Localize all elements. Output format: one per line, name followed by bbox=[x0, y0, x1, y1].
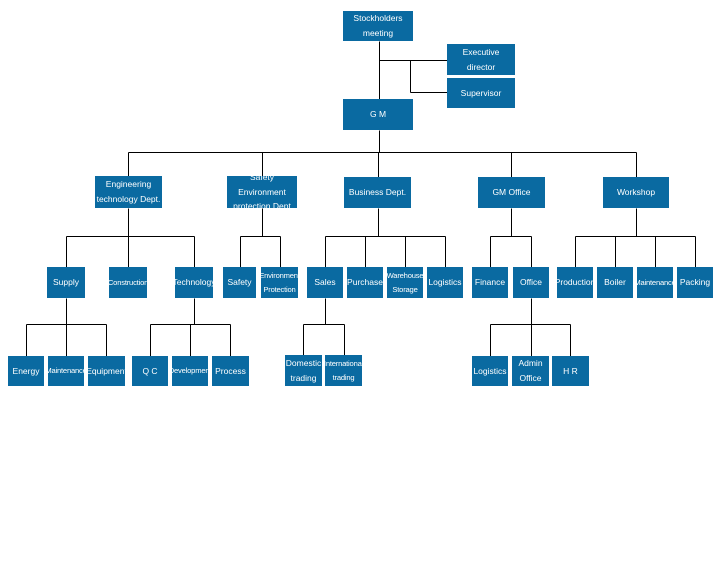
node-engineering-technology-dept[interactable]: Engineering technology Dept. bbox=[95, 176, 162, 208]
node-production[interactable]: Production bbox=[557, 267, 593, 298]
node-stockholders-meeting[interactable]: Stockholders meeting bbox=[343, 11, 413, 41]
node-hr[interactable]: H R bbox=[552, 356, 589, 386]
node-sales[interactable]: Sales bbox=[307, 267, 343, 298]
node-construction[interactable]: Construction bbox=[109, 267, 147, 298]
node-warehouse-storage[interactable]: Warehouse Storage bbox=[387, 267, 423, 298]
node-international-trading[interactable]: International trading bbox=[325, 355, 362, 386]
node-business-dept[interactable]: Business Dept. bbox=[344, 177, 411, 208]
node-purchase[interactable]: Purchase bbox=[347, 267, 383, 298]
node-executive-director[interactable]: Executive director bbox=[447, 44, 515, 75]
node-process[interactable]: Process bbox=[212, 356, 249, 386]
node-gm[interactable]: G M bbox=[343, 99, 413, 130]
node-workshop[interactable]: Workshop bbox=[603, 177, 669, 208]
node-maintenance-workshop[interactable]: Maintenance bbox=[637, 267, 673, 298]
node-supervisor[interactable]: Supervisor bbox=[447, 78, 515, 108]
node-technology[interactable]: Technology bbox=[175, 267, 213, 298]
node-safety[interactable]: Safety bbox=[223, 267, 256, 298]
node-maintenance-supply[interactable]: Maintenance bbox=[48, 356, 84, 386]
node-boiler[interactable]: Boiler bbox=[597, 267, 633, 298]
node-logistics-business[interactable]: Logistics bbox=[427, 267, 463, 298]
node-admin-office[interactable]: Admin Office bbox=[512, 356, 549, 386]
node-supply[interactable]: Supply bbox=[47, 267, 85, 298]
node-environment-protection[interactable]: Environment Protection bbox=[261, 267, 298, 298]
node-qc[interactable]: Q C bbox=[132, 356, 168, 386]
node-logistics-office[interactable]: Logistics bbox=[472, 356, 508, 386]
node-finance[interactable]: Finance bbox=[472, 267, 508, 298]
node-office[interactable]: Office bbox=[513, 267, 549, 298]
node-development[interactable]: Development bbox=[172, 356, 208, 386]
node-domestic-trading[interactable]: Domestic trading bbox=[285, 355, 322, 386]
node-gm-office[interactable]: GM Office bbox=[478, 177, 545, 208]
node-safety-environment-protection-dept[interactable]: Safety Environment protection Dept bbox=[227, 176, 297, 208]
node-energy[interactable]: Energy bbox=[8, 356, 44, 386]
node-packing[interactable]: Packing bbox=[677, 267, 713, 298]
node-equipment[interactable]: Equipment bbox=[88, 356, 125, 386]
